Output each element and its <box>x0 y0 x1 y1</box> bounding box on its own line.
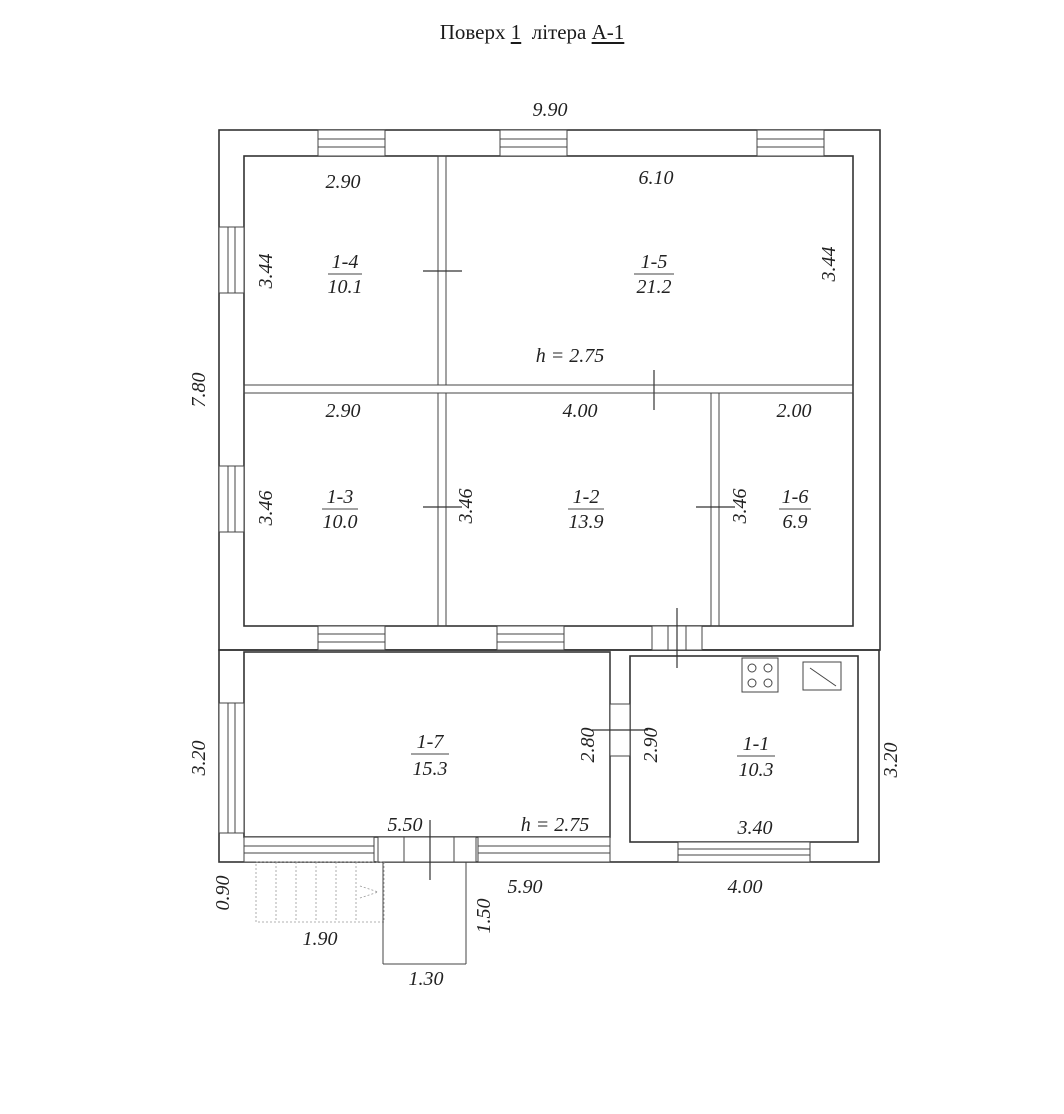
dim-1-3-height: 3.46 <box>255 491 277 527</box>
room-1-2-id: 1-2 <box>573 486 600 508</box>
window-bottom-1 <box>243 836 375 863</box>
room-1-5-id: 1-5 <box>641 251 668 273</box>
dim-1-6-height: 3.46 <box>729 489 751 525</box>
dim-1-6-width: 2.00 <box>777 400 812 422</box>
window-bottom-2 <box>477 836 611 863</box>
dim-stair-width: 1.30 <box>409 968 444 990</box>
dim-ext-bottom-left: 5.90 <box>508 876 543 898</box>
window-left-3 <box>218 702 245 834</box>
dim-porch-depth: 0.90 <box>212 876 234 911</box>
room-1-3-area: 10.0 <box>323 511 358 533</box>
window-mid-2 <box>496 625 565 651</box>
dim-1-7-height: 2.80 <box>577 728 599 763</box>
dim-porch-width: 1.90 <box>303 928 338 950</box>
dim-1-4-height: 3.44 <box>255 254 277 290</box>
dim-1-5-width: 6.10 <box>639 167 674 189</box>
main-inner-wall <box>243 155 854 627</box>
plan-title: Поверх 1 літера А-1 <box>0 20 1064 45</box>
room-1-1-id: 1-1 <box>743 733 770 755</box>
room-1-2-area: 13.9 <box>569 511 604 533</box>
dim-1-2-width: 4.00 <box>563 400 598 422</box>
room-1-7-id: 1-7 <box>417 731 445 753</box>
dim-1-5-height: 3.44 <box>818 247 840 283</box>
window-mid-1 <box>317 625 386 651</box>
dim-1-1-height: 2.90 <box>640 728 662 763</box>
dim-stair-depth: 1.50 <box>473 899 495 934</box>
room-1-6-area: 6.9 <box>783 511 808 533</box>
room-1-4-id: 1-4 <box>332 251 359 273</box>
sink-icon <box>802 661 842 691</box>
dim-1-2-height: 3.46 <box>455 489 477 525</box>
room-1-1-area: 10.3 <box>739 759 774 781</box>
dim-1-7-width: 5.50 <box>388 814 423 836</box>
window-top-1 <box>317 129 386 157</box>
room-1-3-id: 1-3 <box>327 486 354 508</box>
porch-stairs <box>255 861 467 965</box>
dim-ext-left-height: 3.20 <box>188 741 210 777</box>
partition-1-3-1-2 <box>437 392 447 627</box>
row-partition <box>243 384 854 394</box>
dim-ext-right-height: 3.20 <box>880 743 902 779</box>
ceiling-height-extension: h = 2.75 <box>521 814 590 836</box>
dim-1-3-width: 2.90 <box>326 400 361 422</box>
dim-ext-bottom-right: 4.00 <box>728 876 763 898</box>
room-1-6-id: 1-6 <box>782 486 809 508</box>
window-left-1 <box>218 226 245 294</box>
window-top-2 <box>499 129 568 157</box>
title-letter-code: А-1 <box>591 20 625 44</box>
window-top-3 <box>756 129 825 157</box>
window-left-2 <box>218 465 245 533</box>
stove-icon <box>741 657 779 693</box>
title-prefix: Поверх <box>439 20 506 44</box>
entrance-door <box>377 836 477 863</box>
window-bottom-3 <box>677 841 811 863</box>
main-outer-wall <box>218 129 881 651</box>
title-floor-number: 1 <box>510 20 522 44</box>
room-1-7-area: 15.3 <box>413 758 448 780</box>
ceiling-height-main: h = 2.75 <box>536 345 605 367</box>
room-1-5-area: 21.2 <box>637 276 672 298</box>
dim-1-4-width: 2.90 <box>326 171 361 193</box>
dim-1-1-width: 3.40 <box>737 817 773 839</box>
dim-overall-height: 7.80 <box>188 373 210 408</box>
title-letter-label: літера <box>531 20 587 44</box>
partition-1-2-1-6 <box>710 392 720 627</box>
room-1-4-area: 10.1 <box>328 276 363 298</box>
dim-overall-width: 9.90 <box>533 99 568 121</box>
